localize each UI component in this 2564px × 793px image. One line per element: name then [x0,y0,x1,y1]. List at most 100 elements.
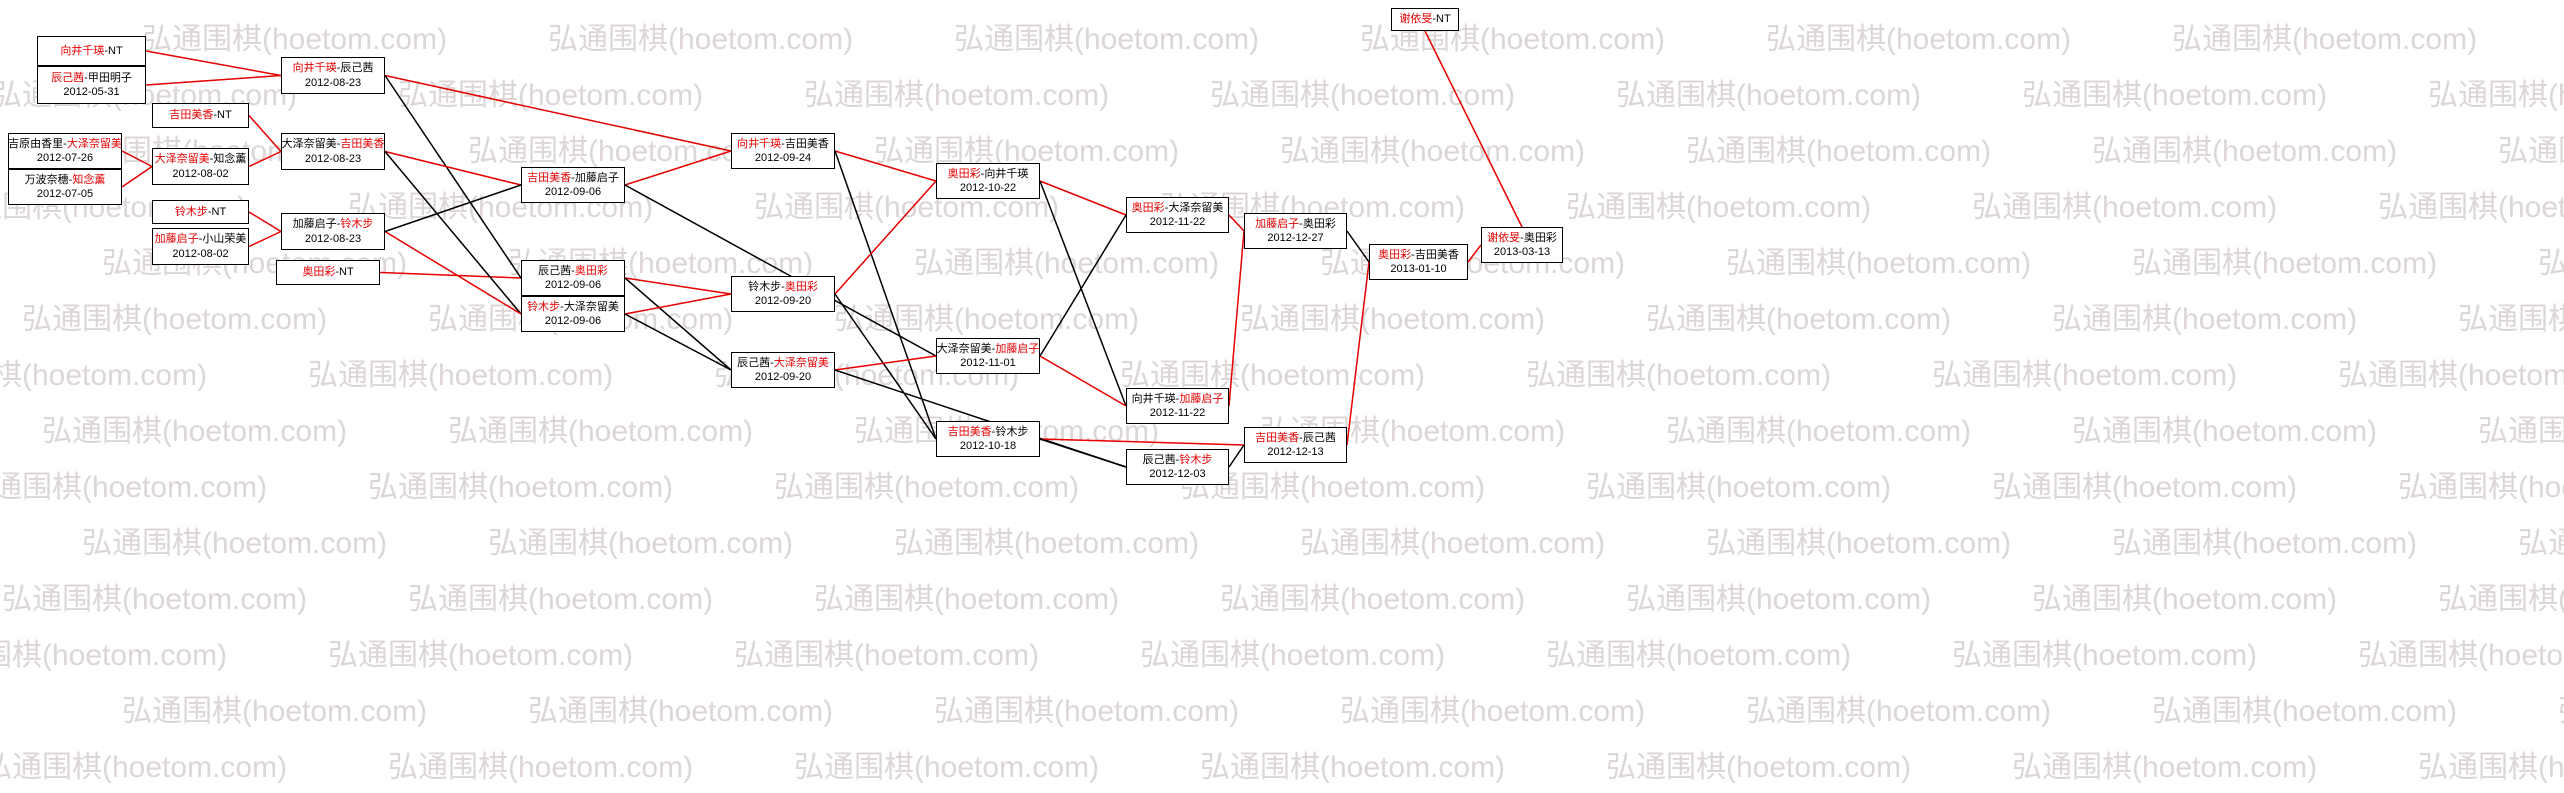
player-name: 奥田彩 [1378,248,1412,261]
connector-line [834,150,937,182]
connector-line [145,74,282,86]
connector-line [1039,438,1245,446]
connector-line [1228,214,1245,232]
watermark-text: 弘通围棋(hoetom.com) [0,359,208,392]
player-name: 向井千瑛 [60,44,105,57]
player-name: 奥田彩 [947,167,981,180]
watermark-text: 弘通围棋(hoetom.com) [1140,639,1446,672]
name-separator: - [84,71,88,84]
connector-line [1039,214,1127,357]
player-name: 辰己茜 [538,264,572,277]
watermark-text: 弘通围棋(hoetom.com) [2458,303,2564,336]
player-name: 向井千瑛 [292,62,337,75]
connector-line [248,115,282,152]
match-date: 2012-05-31 [63,86,120,98]
connector-line [384,230,522,315]
watermark-text: 弘通围棋(hoetom.com) [1932,359,2238,392]
connector-line [624,150,732,186]
player-name: 奥田彩 [302,266,336,279]
watermark-text: 弘通围棋(hoetom.com) [1726,247,2032,280]
connector-line [1228,230,1245,407]
connector-line [1039,180,1127,216]
match-date: 2012-09-20 [754,295,812,307]
watermark-text: 弘通围棋(hoetom.com) [2338,359,2564,392]
name-separator: - [770,356,774,369]
match-box[interactable]: 谢依旻-NT [1391,8,1459,31]
player-name: 辰己茜 [340,62,374,75]
name-separator: - [209,153,214,166]
player-name: 奥田彩 [574,264,608,277]
watermark-text: 弘通围棋(hoetom.com) [1766,23,2072,56]
watermark-text: 弘通围棋(hoetom.com) [794,751,1100,784]
match-box[interactable]: 奥田彩-NT [276,260,380,285]
watermark-text: 弘通围棋(hoetom.com) [1606,751,1912,784]
match-players: 大泽奈留美-吉田美香 [282,137,385,151]
player-name: 吉田美香 [340,138,385,151]
match-players: 吉田美香-铃木步 [948,425,1029,439]
player-name: NT [339,266,354,279]
match-date: 2012-08-02 [172,167,229,180]
match-date: 2012-11-22 [1149,407,1206,419]
match-players: 向井千瑛-辰己茜 [293,61,374,75]
player-name: 辰己茜 [1142,453,1176,466]
connector-line [624,277,732,295]
watermark-text: 弘通围棋(hoetom.com) [874,135,1180,168]
match-box[interactable]: 铃木步-NT [152,200,249,224]
connector-line [834,293,937,440]
match-players: 奥田彩-NT [302,265,353,279]
watermark-text: 弘通围棋(hoetom.com) [0,471,268,504]
player-name: NT [211,205,227,218]
player-name: 铃木步 [340,218,374,231]
match-box[interactable]: 吉田美香-NT [152,103,249,128]
watermark-text: 弘通围棋(hoetom.com) [1646,303,1952,336]
name-separator: - [104,44,108,57]
match-box[interactable]: 向井千瑛-NT [37,36,146,66]
watermark-text: 弘通围棋(hoetom.com) [1210,79,1516,112]
player-name: 向井千瑛 [737,137,782,150]
name-separator: - [63,137,67,150]
player-name: 加藤启子 [574,171,619,184]
player-name: NT [1436,13,1451,26]
watermark-text: 弘通围棋(hoetom.com) [954,23,1260,56]
name-separator: - [336,62,341,75]
player-name: 辰己茜 [737,356,771,369]
watermark-text: 弘通围棋(hoetom.com) [82,527,388,560]
connector-line [624,293,732,315]
watermark-text: 弘通围棋(hoetom.com) [0,639,228,672]
player-name: 铃木步 [174,205,208,218]
connector-line [1039,355,1127,407]
watermark-text: 弘通围棋(hoetom.com) [2052,303,2358,336]
connector-line [1467,244,1482,263]
watermark-text: 弘通围棋(hoetom.com) [1526,359,1832,392]
match-date: 2012-11-01 [960,357,1016,369]
match-date: 2012-09-06 [544,315,602,327]
watermark-text: 弘通围棋(hoetom.com) [804,79,1110,112]
match-date: 2012-09-06 [544,186,602,198]
